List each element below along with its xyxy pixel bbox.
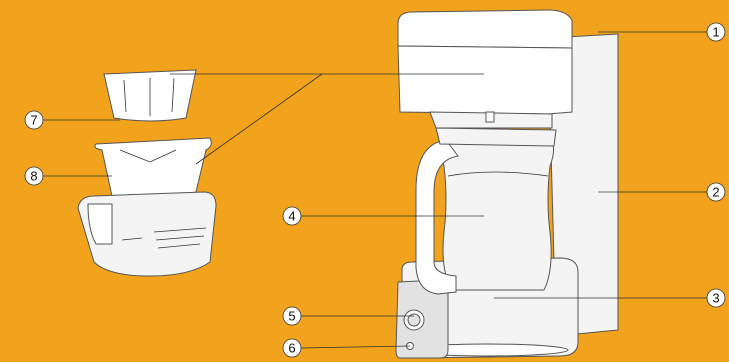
carafe <box>440 140 554 290</box>
lid <box>398 10 572 48</box>
brew-basket-body <box>95 138 211 200</box>
callout-4: 4 <box>283 207 301 225</box>
callout-5: 5 <box>283 307 301 325</box>
leader-line-basket <box>196 74 322 164</box>
callout-4-label: 4 <box>288 209 295 224</box>
callout-5-label: 5 <box>288 309 295 324</box>
callout-6-label: 6 <box>288 341 295 356</box>
callout-2: 2 <box>707 183 725 201</box>
callout-6: 6 <box>283 339 301 357</box>
permanent-filter <box>104 70 196 121</box>
basket-holder <box>78 192 216 276</box>
callout-2-label: 2 <box>712 185 719 200</box>
brew-head <box>398 46 572 114</box>
carafe-lid <box>436 128 556 146</box>
callout-8: 8 <box>25 167 43 185</box>
callout-3-label: 3 <box>712 291 719 306</box>
callout-8-label: 8 <box>30 169 37 184</box>
callout-3: 3 <box>707 289 725 307</box>
callout-7-label: 7 <box>30 113 37 128</box>
callout-1: 1 <box>707 23 725 41</box>
leader-line-6 <box>300 346 410 348</box>
callout-1-label: 1 <box>712 25 719 40</box>
coffee-maker <box>396 10 618 358</box>
callout-7: 7 <box>25 111 43 129</box>
drip-spout <box>486 112 494 122</box>
brew-basket <box>95 138 211 200</box>
